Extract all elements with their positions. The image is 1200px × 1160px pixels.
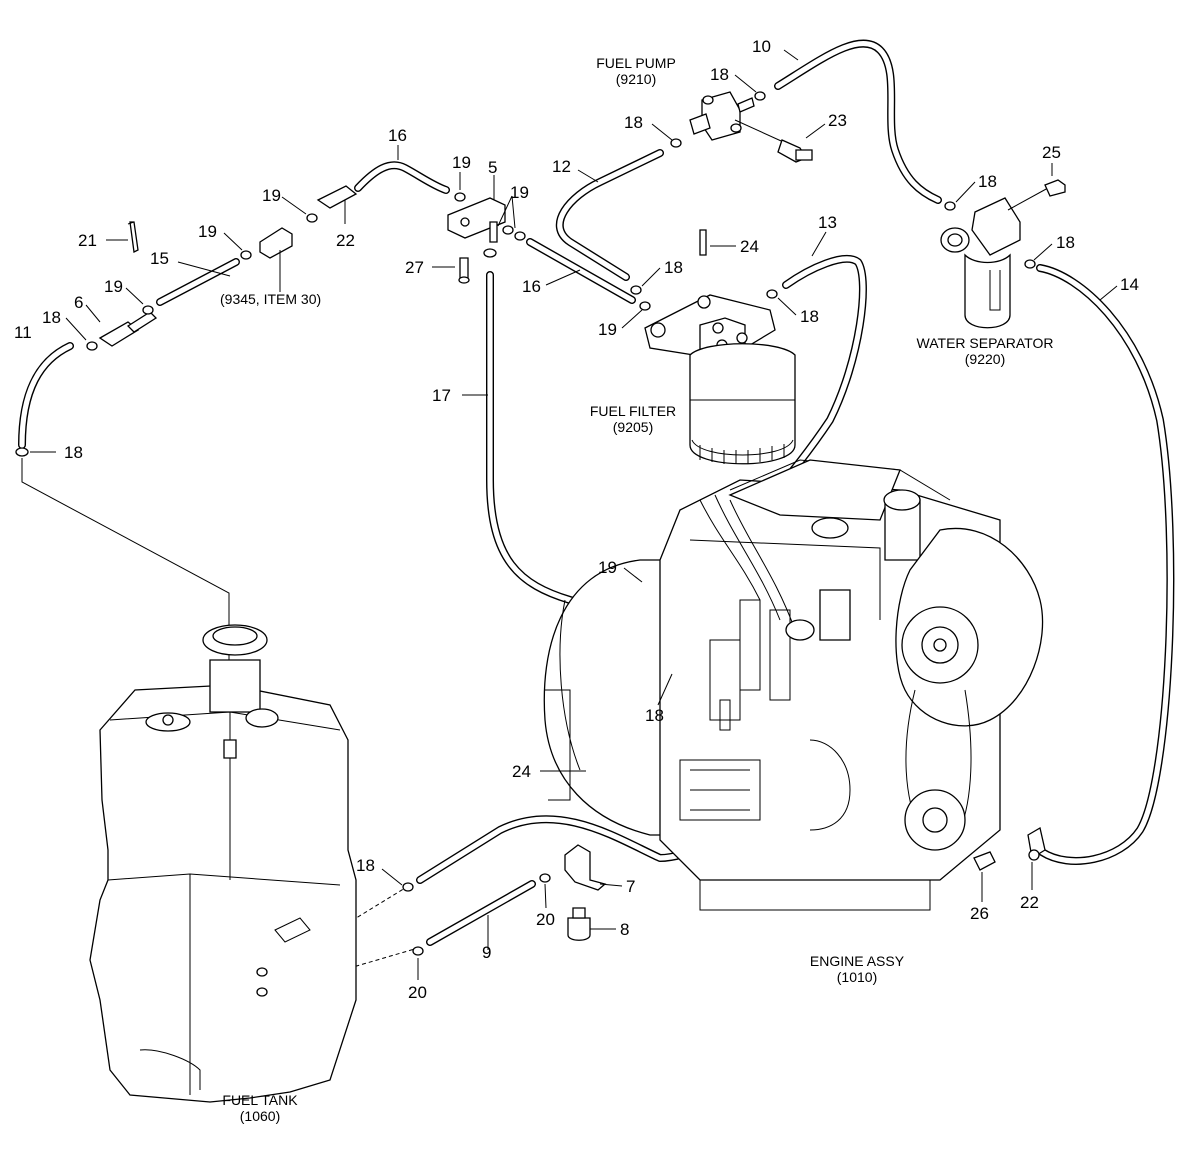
callout-18: 18 (710, 65, 729, 84)
callout-18: 18 (64, 443, 83, 462)
callout-17: 17 (432, 386, 451, 405)
reference-9345-caption: (9345, ITEM 30) (220, 291, 321, 307)
water-separator-icon (940, 179, 1066, 329)
callout-16: 16 (522, 277, 541, 296)
callout-24: 24 (740, 237, 759, 256)
bracket-icon (447, 197, 506, 284)
callout-27: 27 (405, 258, 424, 277)
callout-20: 20 (536, 910, 555, 929)
fuel-tank-icon (89, 624, 357, 1103)
callout-7: 7 (626, 877, 635, 896)
fuel-tank-code: (1060) (240, 1108, 280, 1124)
callout-19: 19 (598, 320, 617, 339)
callout-8: 8 (620, 920, 629, 939)
callout-18: 18 (1056, 233, 1075, 252)
callout-18: 18 (978, 172, 997, 191)
callout-18: 18 (624, 113, 643, 132)
callout-26: 26 (970, 904, 989, 923)
callout-numbers: 10 18 23 18 12 16 19 5 19 19 22 21 19 15… (14, 37, 1139, 1002)
callout-19: 19 (598, 558, 617, 577)
callout-24: 24 (512, 762, 531, 781)
engine-icon (543, 459, 1044, 911)
lower-bracket (564, 826, 1046, 941)
callout-5: 5 (488, 158, 497, 177)
callout-23: 23 (828, 111, 847, 130)
callout-14: 14 (1120, 275, 1139, 294)
engine-assy-code: (1010) (837, 969, 877, 985)
callout-22: 22 (336, 231, 355, 250)
callout-19: 19 (262, 186, 281, 205)
callout-19: 19 (104, 277, 123, 296)
callout-10: 10 (752, 37, 771, 56)
callout-11: 11 (14, 323, 32, 342)
leader-lines (30, 49, 1118, 980)
callout-18: 18 (800, 307, 819, 326)
callout-13: 13 (818, 213, 837, 232)
fuel-pump-icon (689, 91, 813, 163)
callout-19: 19 (452, 153, 471, 172)
callout-15: 15 (150, 249, 169, 268)
left-fittings (98, 185, 358, 347)
callout-12: 12 (552, 157, 571, 176)
fuel-filter-caption: FUEL FILTER (590, 403, 676, 419)
fuel-tank-caption: FUEL TANK (222, 1092, 298, 1108)
engine-assy-caption: ENGINE ASSY (810, 953, 905, 969)
water-separator-caption: WATER SEPARATOR (917, 335, 1054, 351)
callout-18: 18 (645, 706, 664, 725)
fuel-filter-code: (9205) (613, 419, 653, 435)
callout-18: 18 (664, 258, 683, 277)
callout-16: 16 (388, 126, 407, 145)
fuel-pump-caption: FUEL PUMP (596, 55, 676, 71)
callout-18: 18 (356, 856, 375, 875)
captions: FUEL PUMP (9210) WATER SEPARATOR (9220) … (220, 55, 1053, 1124)
fuel-pump-code: (9210) (616, 71, 656, 87)
callout-19: 19 (510, 183, 529, 202)
callout-20: 20 (408, 983, 427, 1002)
callout-19: 19 (198, 222, 217, 241)
water-separator-code: (9220) (965, 351, 1005, 367)
fuel-filter-icon (644, 294, 796, 465)
callout-9: 9 (482, 943, 491, 962)
callout-25: 25 (1042, 143, 1061, 162)
callout-18: 18 (42, 308, 61, 327)
callout-21: 21 (78, 231, 97, 250)
callout-6: 6 (74, 293, 83, 312)
callout-22: 22 (1020, 893, 1039, 912)
